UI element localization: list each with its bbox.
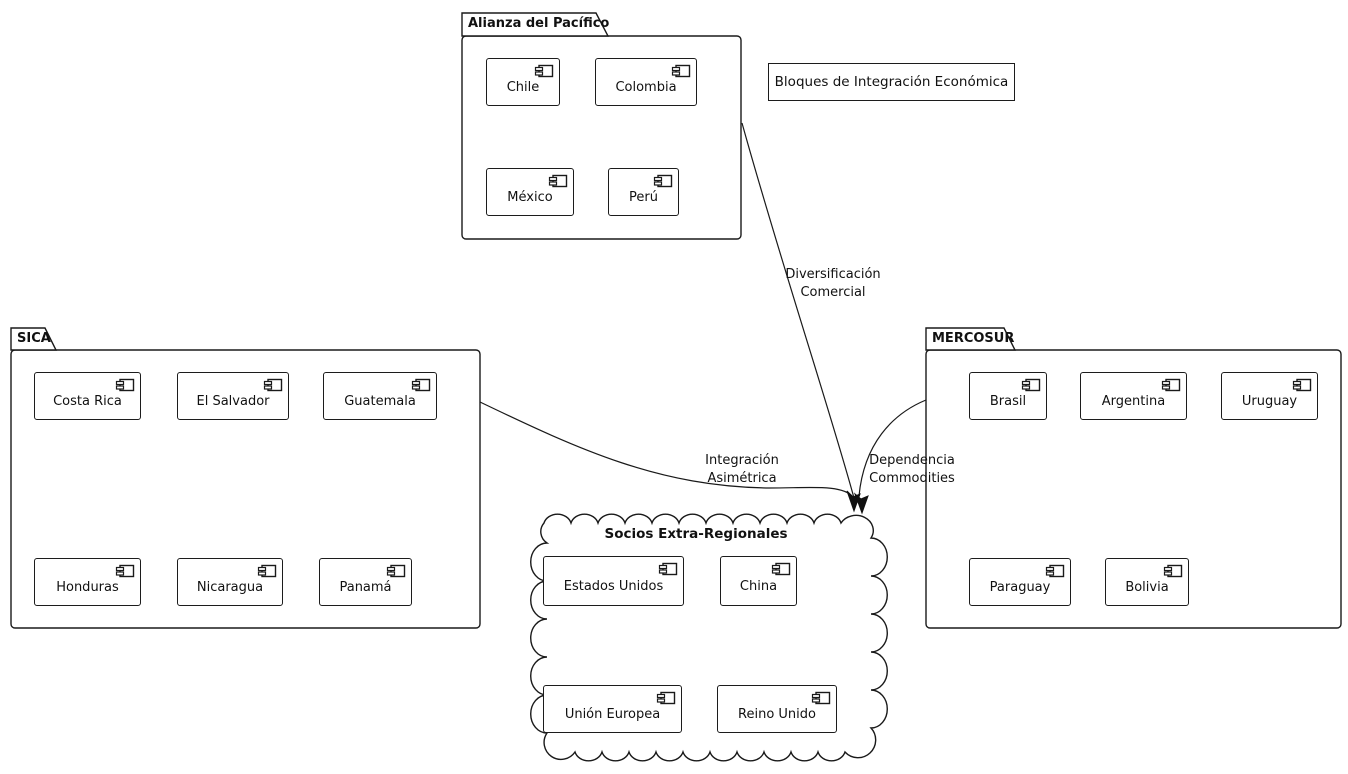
component-icon	[1292, 378, 1312, 392]
edge-diversificacion-comercial	[741, 122, 855, 499]
component-icon	[771, 562, 791, 576]
component-label: Colombia	[615, 79, 677, 95]
component-icon	[1163, 564, 1183, 578]
package-title-sica: SICA	[17, 331, 51, 346]
component-icon	[1161, 378, 1181, 392]
component-label: Panamá	[339, 579, 392, 595]
package-title-alianza: Alianza del Pacífico	[468, 16, 610, 31]
component-brasil: Brasil	[969, 372, 1047, 420]
component-argentina: Argentina	[1080, 372, 1187, 420]
package-title-mercosur: MERCOSUR	[932, 331, 1015, 346]
component-icon	[658, 562, 678, 576]
component-paraguay: Paraguay	[969, 558, 1071, 606]
component-icon	[671, 64, 691, 78]
arrowhead-icon	[853, 492, 869, 515]
cloud-title: Socios Extra-Regionales	[604, 526, 788, 542]
edge-integracion-asimetrica	[479, 401, 854, 498]
component-icon	[656, 691, 676, 705]
component-icon	[386, 564, 406, 578]
component-icon	[115, 564, 135, 578]
component-icon	[534, 64, 554, 78]
component-peru: Perú	[608, 168, 679, 216]
component-guatemala: Guatemala	[323, 372, 437, 420]
diagram-title-note: Bloques de Integración Económica	[768, 63, 1015, 101]
component-label: Brasil	[989, 393, 1027, 409]
component-mexico: México	[486, 168, 574, 216]
component-label: Costa Rica	[53, 393, 122, 409]
edge-label-dependencia-commodities: Dependencia Commodities	[869, 453, 955, 486]
component-reino-unido: Reino Unido	[717, 685, 837, 733]
component-label: Unión Europea	[564, 706, 661, 722]
component-nicaragua: Nicaragua	[177, 558, 283, 606]
component-label: Estados Unidos	[563, 578, 664, 594]
component-icon	[257, 564, 277, 578]
component-label: Uruguay	[1241, 393, 1298, 409]
component-label: Paraguay	[989, 579, 1051, 595]
component-costa-rica: Costa Rica	[34, 372, 141, 420]
component-label: Nicaragua	[196, 579, 264, 595]
component-honduras: Honduras	[34, 558, 141, 606]
edge-label-integracion-asimetrica: Integración Asimétrica	[705, 453, 779, 486]
component-label: Perú	[629, 189, 658, 205]
component-colombia: Colombia	[595, 58, 697, 106]
component-label: Guatemala	[344, 393, 416, 409]
component-el-salvador: El Salvador	[177, 372, 289, 420]
component-union-europea: Unión Europea	[543, 685, 682, 733]
component-estados-unidos: Estados Unidos	[543, 556, 684, 606]
component-label: México	[507, 189, 553, 205]
component-label: Honduras	[56, 579, 119, 595]
component-china: China	[720, 556, 797, 606]
component-icon	[115, 378, 135, 392]
component-icon	[263, 378, 283, 392]
edge-label-diversificacion-comercial: Diversificación Comercial	[785, 267, 881, 300]
component-uruguay: Uruguay	[1221, 372, 1318, 420]
component-icon	[1021, 378, 1041, 392]
component-icon	[548, 174, 568, 188]
component-label: Chile	[506, 79, 540, 95]
component-label: Argentina	[1101, 393, 1166, 409]
component-panama: Panamá	[319, 558, 412, 606]
component-icon	[811, 691, 831, 705]
component-label: El Salvador	[196, 393, 270, 409]
component-icon	[1045, 564, 1065, 578]
component-label: Reino Unido	[738, 706, 816, 722]
component-bolivia: Bolivia	[1105, 558, 1189, 606]
component-icon	[653, 174, 673, 188]
component-icon	[411, 378, 431, 392]
component-chile: Chile	[486, 58, 560, 106]
arrowhead-icon	[846, 490, 861, 513]
component-label: Bolivia	[1125, 579, 1169, 595]
component-label: China	[739, 578, 778, 594]
